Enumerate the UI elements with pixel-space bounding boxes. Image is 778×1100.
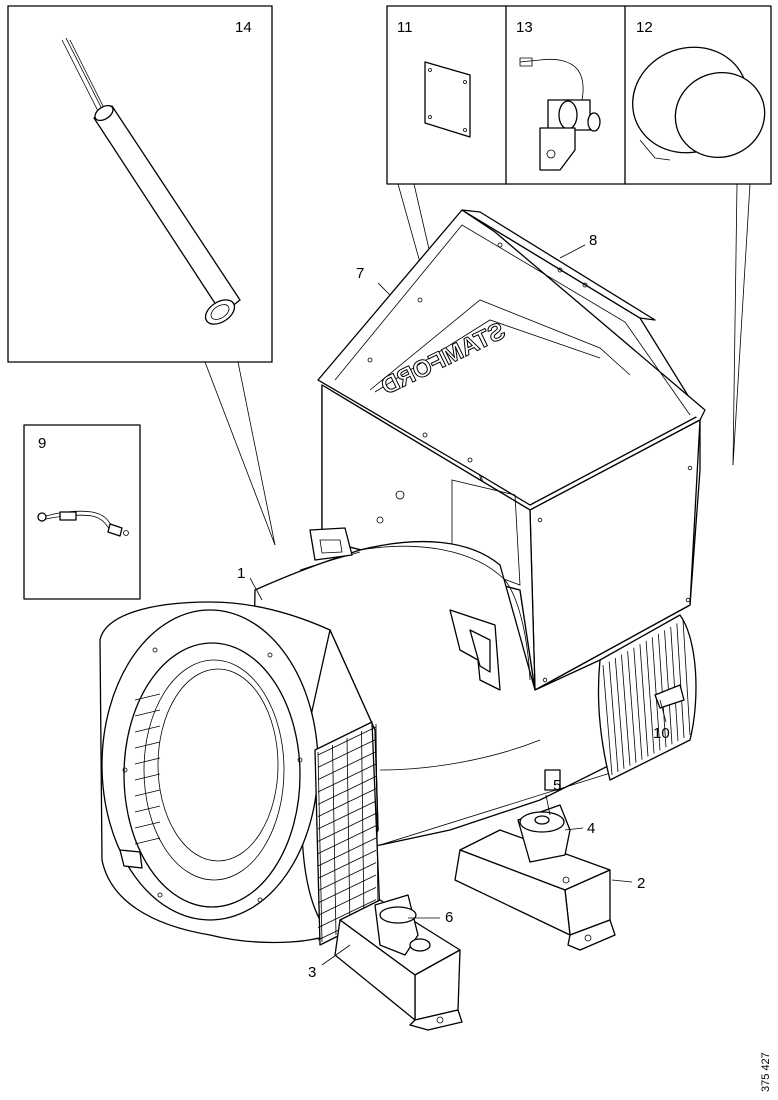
- vent-line: [676, 623, 685, 739]
- vent-line: [134, 709, 161, 717]
- inset-top-accessories: 11 13 12: [386, 5, 772, 506]
- rear-screen-vents: [602, 619, 691, 776]
- vent-line: [614, 658, 625, 769]
- vent-line: [317, 862, 377, 892]
- vent-line: [332, 744, 337, 936]
- vent-line: [317, 763, 377, 793]
- callout-6: 6: [445, 909, 453, 926]
- vent-line: [639, 644, 649, 757]
- vent-line: [317, 849, 377, 879]
- callout-14: 14: [235, 19, 252, 36]
- drawing-reference: 375 427: [760, 1052, 772, 1092]
- heater-element-icon: [61, 37, 241, 325]
- earth-cable-icon: [37, 510, 129, 537]
- callout-1: 1: [237, 565, 245, 582]
- vent-line: [317, 812, 377, 842]
- callout-5: 5: [553, 777, 561, 794]
- vent-line: [682, 619, 691, 736]
- inset-9-cable: 9: [23, 424, 141, 600]
- side-louvre-panel: [314, 721, 381, 946]
- vent-line: [317, 800, 377, 830]
- callout-4: 4: [587, 820, 595, 837]
- inset-9-frame: [23, 424, 141, 600]
- vent-line: [134, 789, 161, 797]
- vent-line: [317, 775, 377, 805]
- callout-10: 10: [653, 725, 670, 742]
- vent-line: [375, 723, 379, 915]
- vent-line: [657, 633, 667, 748]
- vent-line: [621, 654, 631, 766]
- vent-line: [645, 640, 655, 754]
- anti-vibration-mount-front: [374, 894, 431, 956]
- front-inner-grille: [134, 693, 161, 845]
- callout-labels: 1 2 3 4 5 6 7 8 10: [237, 232, 670, 981]
- vent-line: [651, 637, 661, 751]
- vent-line: [317, 825, 377, 855]
- inset-14-frame: [7, 5, 273, 363]
- vent-line: [134, 725, 161, 733]
- callout-7: 7: [356, 265, 364, 282]
- inset-top-frame: [386, 5, 772, 185]
- vent-line: [317, 886, 377, 916]
- anti-vibration-mount-rear: [517, 769, 571, 863]
- inset-14-heater: 14: [7, 5, 276, 546]
- callout-8: 8: [589, 232, 597, 249]
- vent-line: [317, 899, 377, 929]
- callout-2: 2: [637, 875, 645, 892]
- vent-line: [633, 647, 643, 760]
- callout-3: 3: [308, 964, 316, 981]
- vent-line: [134, 693, 161, 701]
- vent-line: [317, 751, 377, 781]
- vent-line: [608, 661, 619, 772]
- vent-line: [134, 741, 161, 749]
- alternator-assembly: STAMFORD: [99, 209, 706, 1031]
- vent-line: [317, 788, 377, 818]
- vent-line: [664, 630, 673, 745]
- protective-cap-icon: [632, 46, 766, 161]
- gasket-plate-icon: [424, 61, 471, 138]
- vent-line: [346, 737, 351, 929]
- vent-line: [317, 751, 323, 943]
- terminal-box: STAMFORD: [317, 209, 706, 691]
- fan-end-bracket: [99, 601, 379, 944]
- callout-11: 11: [397, 19, 413, 36]
- vent-line: [134, 821, 161, 829]
- vent-line: [134, 837, 161, 845]
- callout-13: 13: [516, 19, 533, 36]
- sensor-bracket-icon: [519, 57, 601, 171]
- rear-exhaust-screen: [597, 614, 697, 781]
- vent-line: [627, 651, 637, 763]
- callout-9: 9: [38, 435, 46, 452]
- vent-line: [134, 805, 161, 813]
- vent-line: [361, 730, 365, 922]
- vent-line: [670, 626, 679, 742]
- callout-12: 12: [636, 19, 653, 36]
- vent-line: [134, 757, 161, 765]
- vent-line: [317, 874, 377, 904]
- vent-line: [602, 664, 613, 776]
- vent-line: [134, 773, 161, 781]
- vent-line: [317, 837, 377, 867]
